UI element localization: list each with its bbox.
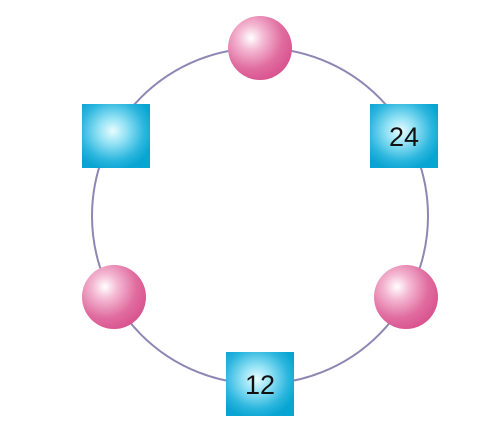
node-lower-right-ball: [374, 265, 438, 329]
box-label: 24: [389, 122, 419, 152]
blue-box: [82, 104, 150, 168]
pink-ball: [82, 265, 146, 329]
node-upper-left-box: [82, 104, 150, 168]
blue-box: [370, 104, 438, 168]
node-upper-right-box: 24: [370, 104, 438, 168]
pink-ball: [374, 265, 438, 329]
node-bottom-box: 12: [226, 352, 294, 416]
pink-ball: [228, 16, 292, 80]
node-top-ball: [228, 16, 292, 80]
box-label: 12: [245, 370, 275, 400]
blue-box: [226, 352, 294, 416]
ring-circle: [91, 47, 429, 385]
nodes-layer: 24 12: [82, 16, 438, 416]
node-lower-left-ball: [82, 265, 146, 329]
